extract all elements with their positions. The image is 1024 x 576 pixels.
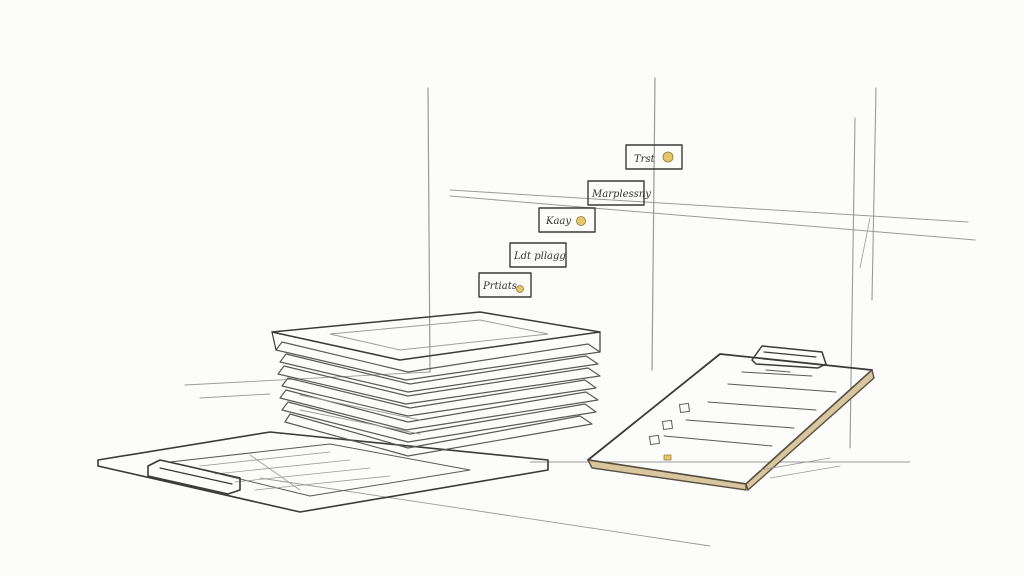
sticky-label-1: Trst [625,144,683,170]
wall-lines [184,77,976,547]
sticky-label-2: Marplessny [587,180,651,206]
sticky-label-3: Kaay [538,207,596,233]
paper-stack [271,311,601,457]
clipboard-right [586,345,875,492]
highlight-dot [576,216,586,226]
highlight-dot [662,151,674,163]
highlight-dot [516,285,524,293]
sticky-label-1-text: Trst [634,154,656,165]
highlight-dot [663,454,672,461]
sticky-label-5-text: Prtiats [482,281,517,292]
sticky-label-4-text: Ldt pllagg [513,251,566,262]
sticky-label-4: Ldt pllagg [509,242,567,268]
clipboard-left [97,431,549,513]
sticky-label-2-text: Marplessny [591,189,651,200]
sticky-label-3-text: Kaay [545,216,571,227]
sticky-label-5: Prtiats [478,272,532,298]
